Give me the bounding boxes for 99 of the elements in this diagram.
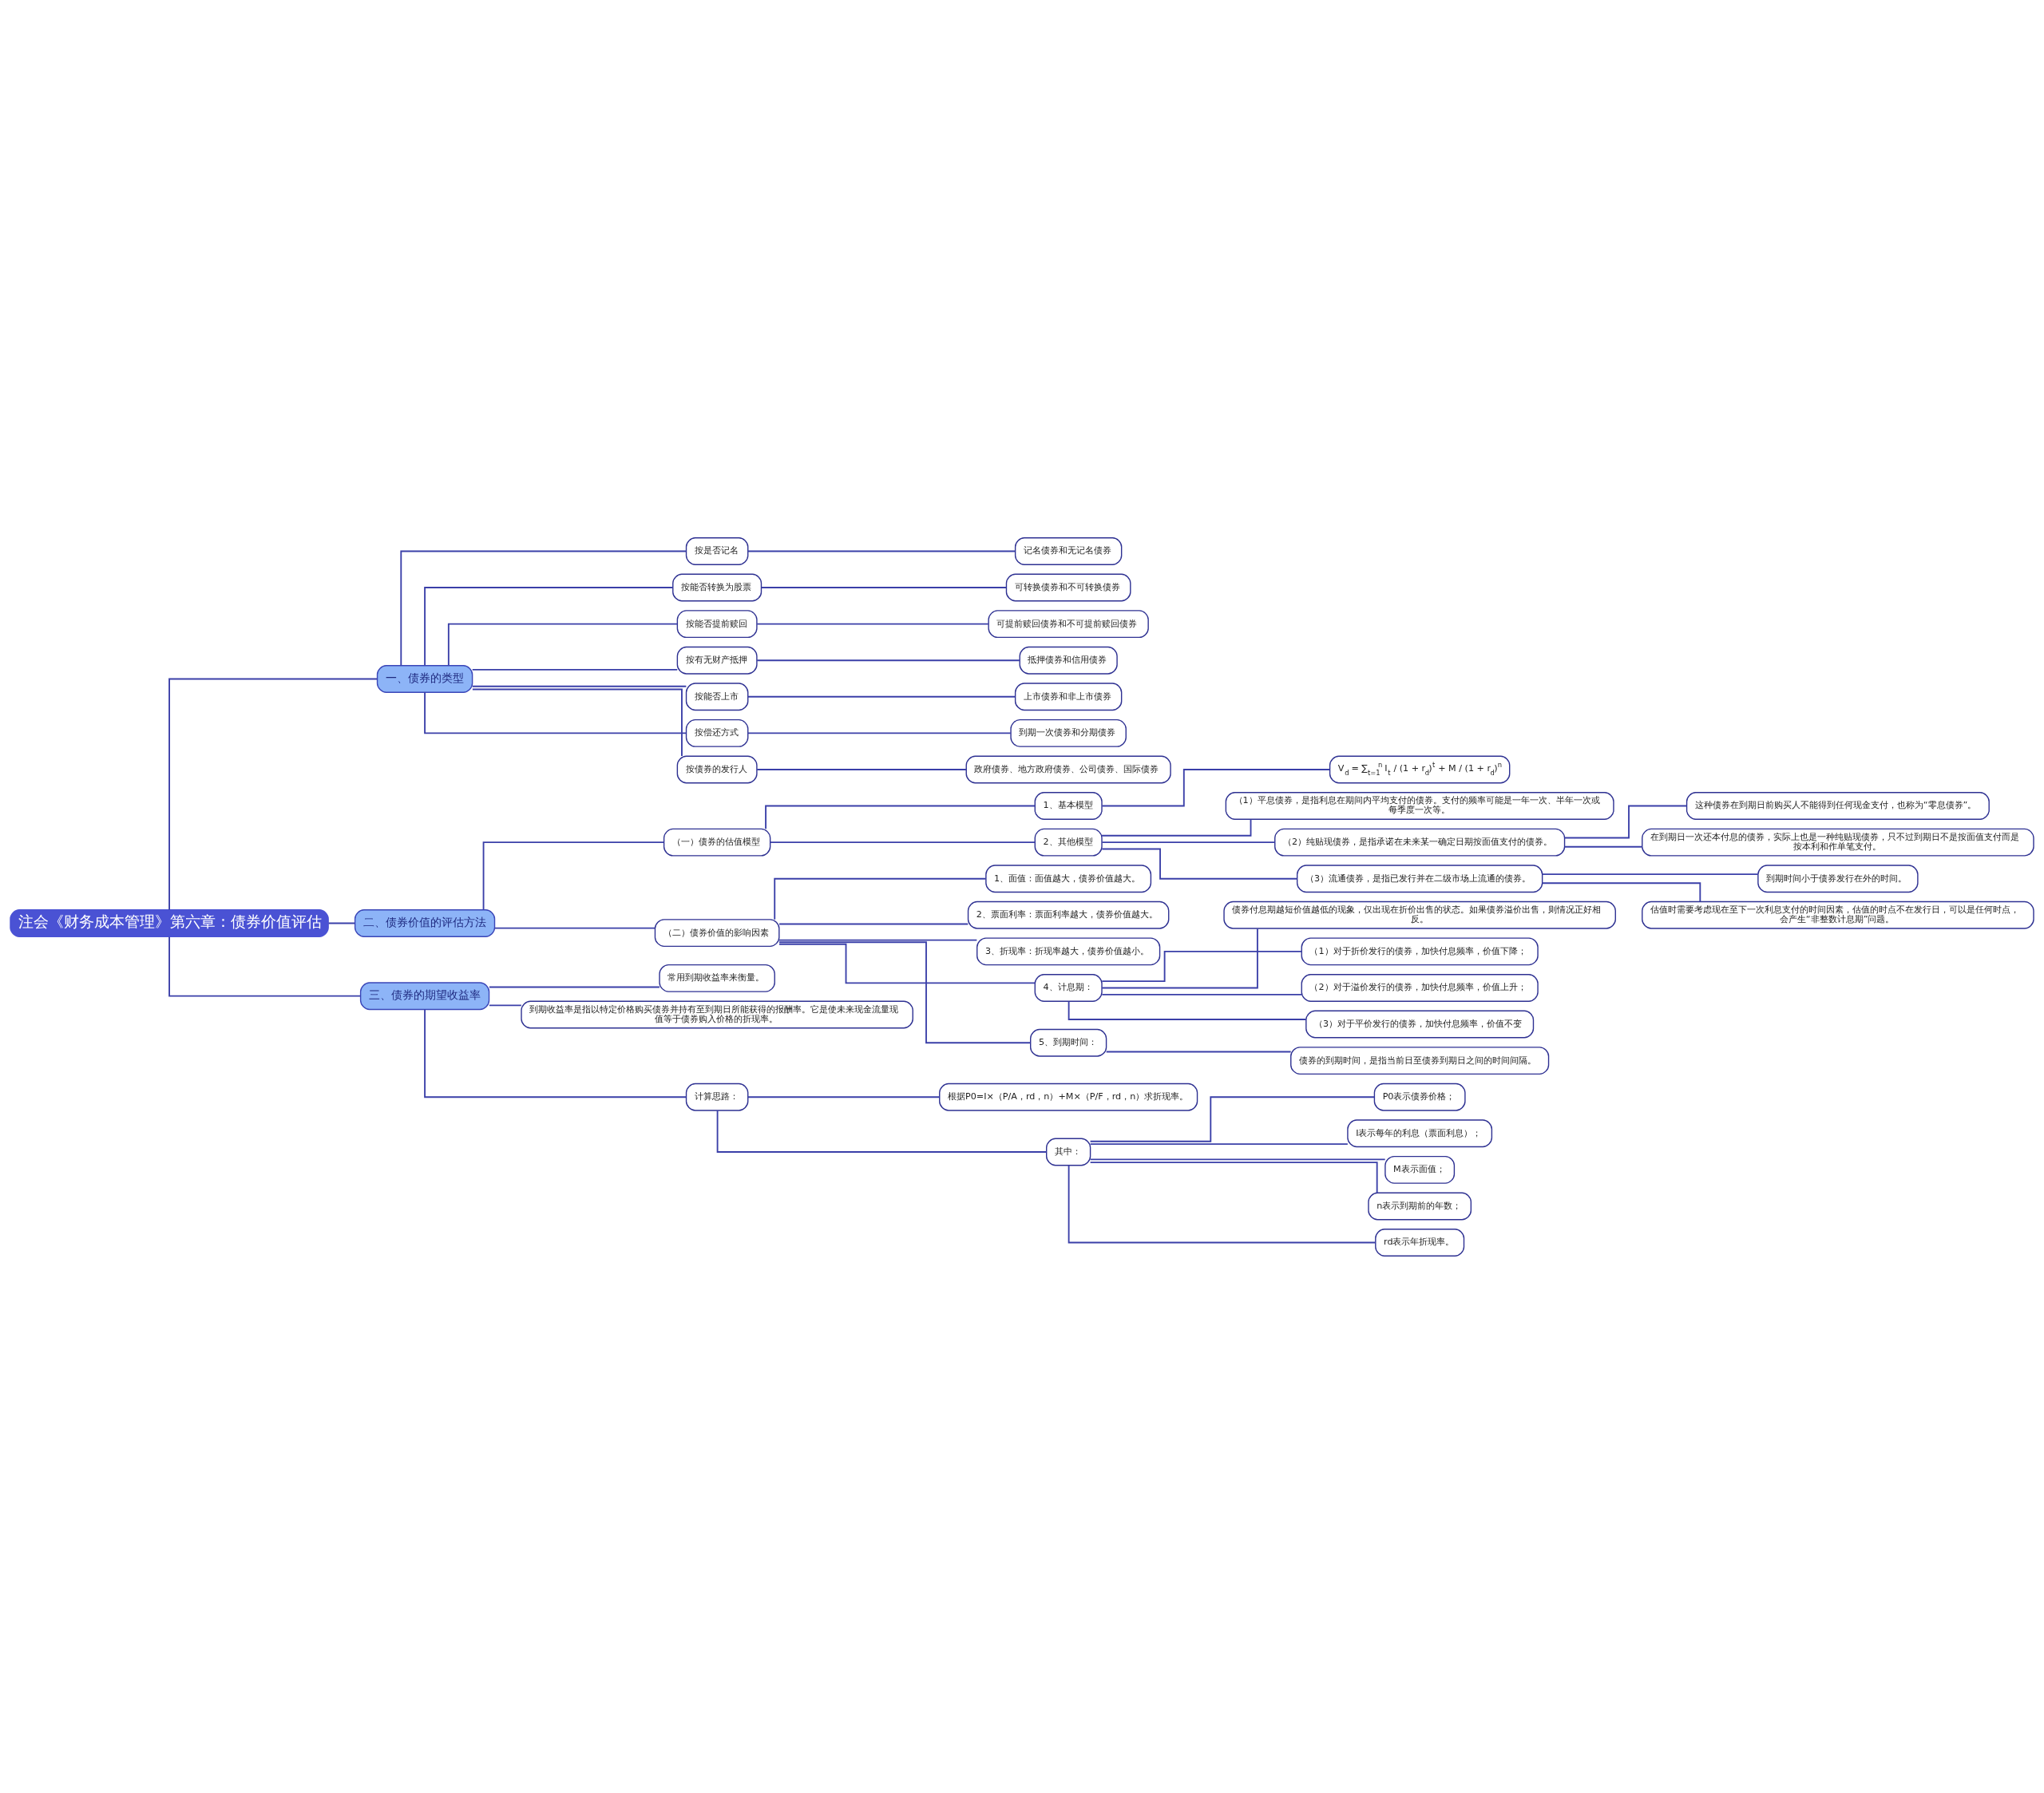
connector	[1089, 1158, 1386, 1160]
node-box: （3）流通债券，是指已发行并在二级市场上流通的债券。	[1296, 864, 1543, 893]
connector	[1101, 950, 1302, 982]
connector	[760, 586, 1008, 588]
connector	[488, 1003, 522, 1006]
connector	[482, 841, 665, 910]
node-box: 按偿还方式	[685, 718, 749, 747]
node-box: 计算思路：	[685, 1083, 749, 1111]
connector	[327, 922, 356, 924]
node-box: 3、折现率：折现率越大，债券价值越小。	[976, 936, 1161, 965]
connector	[1563, 845, 1643, 848]
connector	[778, 939, 978, 941]
node-box: 记名债券和无记名债券	[1014, 536, 1123, 565]
node-box: 常用到期收益率来衡量。	[659, 964, 775, 992]
node-box: 4、计息期：	[1034, 973, 1103, 1002]
connector	[1105, 1051, 1292, 1052]
node-box: n表示到期前的年数；	[1368, 1192, 1472, 1220]
connector	[471, 668, 679, 671]
connector	[747, 550, 1016, 552]
connector	[778, 940, 1032, 1043]
node-box: 2、票面利率：票面利率越大，债券价值越大。	[967, 900, 1170, 929]
connector	[1068, 1000, 1307, 1020]
connector	[1541, 873, 1759, 875]
node-box: 注会《财务成本管理》第六章：债券价值评估	[10, 908, 329, 937]
node-box: 1、面值：面值越大，债券价值越大。	[985, 864, 1152, 893]
node-box: 1、基本模型	[1034, 791, 1103, 820]
node-box: 二、债券价值的评估方法	[354, 908, 496, 937]
connector	[1101, 818, 1252, 837]
node-box: 一、债券的类型	[376, 664, 473, 693]
connector	[765, 805, 1036, 829]
node-box: 估值时需要考虑现在至下一次利息支付的时间因素，估值的时点不在发行日，可以是任何时点，会产生“非整数计息期”问题。	[1642, 900, 2034, 929]
node-box: （2）对于溢价发行的债券，加快付息频率，价值上升；	[1301, 973, 1539, 1002]
connector	[1101, 993, 1302, 995]
node-box: 根据P0=I×（P/A，rd，n）+M×（P/F，rd，n）求折现率。	[939, 1083, 1198, 1111]
node-box: （二）债券价值的影响因素	[654, 918, 780, 947]
node-box: （1）对于折价发行的债券，加快付息频率，价值下降；	[1301, 936, 1539, 965]
node-box: 其中：	[1046, 1138, 1091, 1166]
connector	[424, 586, 674, 666]
connector	[1101, 928, 1258, 988]
connector	[1068, 1164, 1377, 1243]
connector	[493, 927, 656, 928]
node-box: M表示面值；	[1384, 1155, 1456, 1184]
connector	[756, 623, 989, 625]
node-box: 按能否转换为股票	[672, 573, 763, 601]
node-box: 到期收益率是指以特定价格购买债券并持有至到期日所能获得的报酬率。它是使未来现金流量现值等于债券购入价格的折现率。	[521, 1000, 913, 1028]
node-box: 政府债券、地方政府债券、公司债券、国际债券	[965, 755, 1171, 783]
node-box: rd表示年折现率。	[1375, 1228, 1465, 1257]
node-box: （2）纯贴现债券，是指承诺在未来某一确定日期按面值支付的债券。	[1274, 828, 1566, 857]
connector	[1101, 768, 1331, 806]
connector	[1101, 841, 1276, 843]
connector	[756, 768, 967, 770]
connector	[716, 1109, 1048, 1153]
node-box: （3）对于平价发行的债券，加快付息频率，价值不变	[1305, 1010, 1535, 1038]
connector	[774, 877, 987, 920]
node-box: 5、到期时间：	[1030, 1028, 1107, 1057]
connector	[471, 688, 683, 757]
connector	[1101, 848, 1298, 880]
node-box: 三、债券的期望收益率	[359, 981, 490, 1010]
node-box: （1）平息债券，是指利息在期间内平均支付的债券。支付的频率可能是一年一次、半年一次或每季度一次等。	[1225, 791, 1614, 820]
connector	[168, 936, 362, 997]
connector	[747, 1095, 941, 1098]
node-box: 按能否提前赎回	[676, 609, 758, 638]
node-box: 按债券的发行人	[676, 755, 758, 783]
connector	[1541, 881, 1701, 902]
node-box: 债券付息期越短价值越低的现象，仅出现在折价出售的状态。如果债券溢价出售，则情况正好相反。	[1223, 900, 1616, 929]
node-box: 上市债券和非上市债券	[1014, 682, 1123, 710]
connector	[424, 691, 687, 734]
connector	[471, 685, 687, 687]
node-box: 可提前赎回债券和不可提前赎回债券	[988, 609, 1149, 638]
node-box: 这种债券在到期日前购买人不能得到任何现金支付，也称为“零息债券”。	[1686, 791, 1990, 820]
connector	[1089, 1161, 1378, 1193]
connector	[1563, 805, 1688, 838]
node-box: 到期一次债券和分期债券	[1010, 718, 1127, 747]
connector	[424, 1008, 687, 1098]
node-box: 按能否上市	[685, 682, 749, 710]
node-box: （一）债券的估值模型	[663, 828, 771, 857]
node-box: 按有无财产抵押	[676, 646, 758, 675]
node-box: 按是否记名	[685, 536, 749, 565]
node-box: 到期时间小于债券发行在外的时间。	[1757, 864, 1919, 893]
connector	[168, 678, 378, 911]
node-box: 抵押债券和信用债券	[1019, 646, 1118, 675]
node-box: V$_{d}$ = ∑$_{t=1}$$^{n}$ I$_{t}$ / (1 + r$_{d}$)$^{t}$ + M / (1 + r$_{d}$)$^{n}$	[1329, 755, 1511, 783]
connector	[769, 841, 1036, 843]
node-box: P0表示债券价格；	[1373, 1083, 1466, 1111]
connector	[1089, 1095, 1376, 1142]
connector	[747, 695, 1016, 698]
connector	[778, 943, 1036, 984]
connector	[778, 923, 969, 924]
connector	[1089, 1142, 1349, 1145]
node-box: I表示每年的利息（票面利息）；	[1347, 1118, 1493, 1147]
node-box: 2、其他模型	[1034, 828, 1103, 857]
connector	[400, 550, 687, 667]
connector	[756, 659, 1020, 661]
connector	[488, 986, 660, 988]
node-box: 可转换债券和不可转换债券	[1005, 573, 1131, 601]
connector	[447, 623, 679, 666]
node-box: 债券的到期时间，是指当前日至债券到期日之间的时间间隔。	[1290, 1046, 1550, 1075]
connector	[747, 731, 1012, 734]
node-box: 在到期日一次还本付息的债券，实际上也是一种纯贴现债券，只不过到期日不是按面值支付而是按本利和作单笔支付。	[1642, 828, 2034, 857]
